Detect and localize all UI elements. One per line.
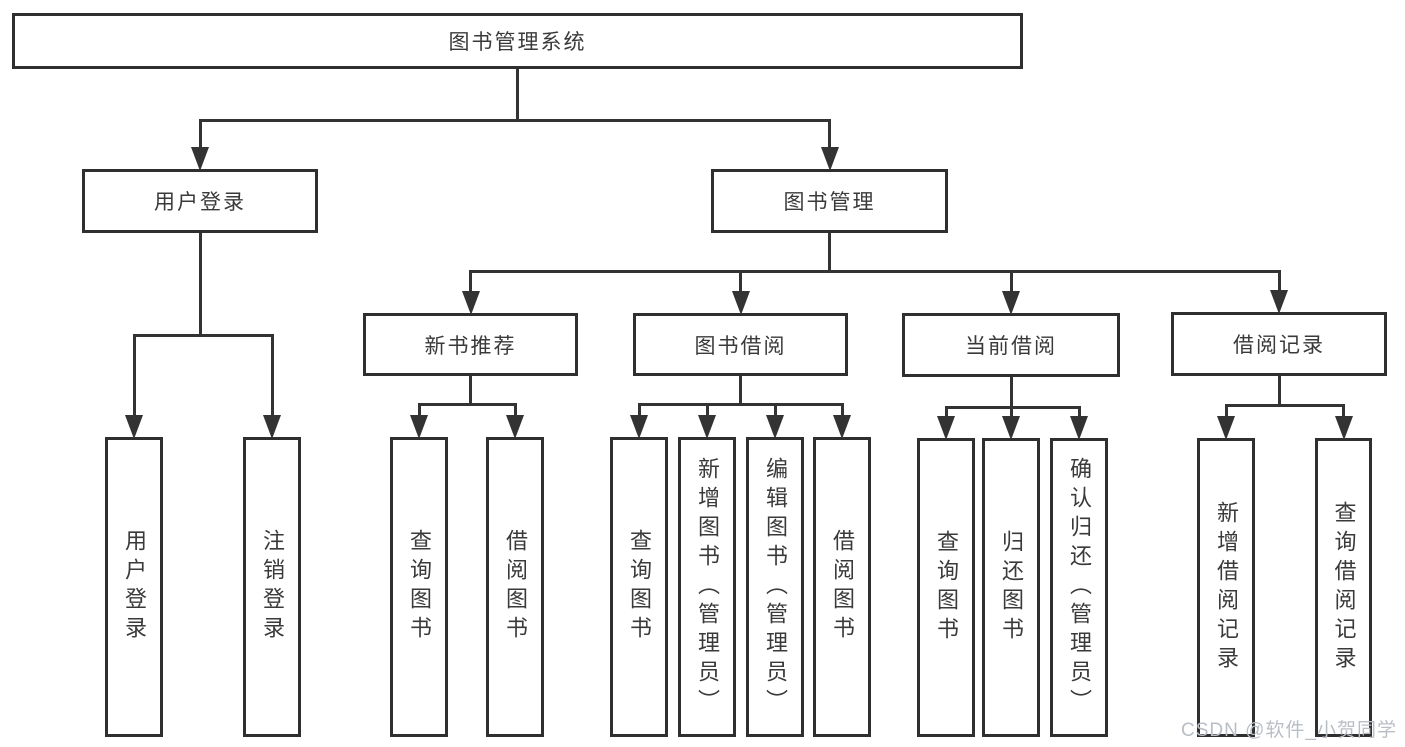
node-bb-add-book: 新增图书（管理员） — [678, 437, 736, 737]
edge-drop-user-login — [132, 335, 136, 417]
edge-drop-bb-edit-book — [773, 404, 777, 417]
edge-stem-book-borrowing — [739, 375, 742, 406]
edge-drop-nb-query-book — [417, 404, 421, 417]
arrowhead-book-borrowing — [731, 291, 750, 315]
edge-drop-bb-borrow-book — [840, 404, 844, 417]
node-bb-edit-book: 编辑图书（管理员） — [746, 437, 804, 737]
arrowhead-user-login-group — [191, 147, 209, 171]
edge-stem-book-management — [828, 232, 831, 273]
arrowhead-new-book-recommend — [461, 291, 480, 315]
arrowhead-cb-query-book — [937, 416, 955, 440]
arrowhead-bb-query-book — [630, 415, 648, 439]
node-br-add-record: 新增借阅记录 — [1197, 438, 1255, 737]
edge-drop-user-login-group — [198, 120, 202, 149]
edge-rail-user-login-group — [132, 333, 274, 337]
node-cb-return-book: 归还图书 — [982, 438, 1040, 737]
edge-drop-bb-query-book — [637, 404, 641, 417]
arrowhead-bb-borrow-book — [833, 415, 851, 439]
edge-drop-book-management — [828, 120, 831, 149]
edge-stem-borrow-records — [1277, 375, 1281, 407]
arrowhead-borrow-records — [1270, 290, 1288, 314]
edge-drop-cb-return-book — [1009, 407, 1013, 418]
edge-stem-system-root — [516, 68, 519, 122]
edge-drop-current-borrowing — [1009, 271, 1013, 293]
edge-rail-book-borrowing — [637, 402, 844, 406]
node-user-login: 用户登录 — [105, 437, 163, 737]
node-cb-query-book: 查询图书 — [917, 438, 975, 737]
arrowhead-cb-return-book — [1002, 416, 1020, 440]
arrowhead-bb-add-book — [698, 415, 716, 439]
arrowhead-br-add-record — [1217, 416, 1235, 440]
edge-drop-nb-borrow-book — [513, 404, 517, 417]
node-nb-borrow-book: 借阅图书 — [486, 437, 544, 737]
edge-drop-cb-query-book — [944, 407, 948, 418]
arrowhead-cb-confirm-return — [1070, 416, 1088, 440]
node-nb-query-book: 查询图书 — [390, 437, 448, 737]
node-new-book-recommend: 新书推荐 — [363, 313, 578, 376]
edge-rail-system-root — [198, 118, 831, 122]
node-bb-borrow-book: 借阅图书 — [813, 437, 871, 737]
node-borrow-records: 借阅记录 — [1171, 312, 1387, 376]
node-system-root: 图书管理系统 — [12, 13, 1023, 69]
edge-drop-bb-add-book — [705, 404, 709, 417]
edge-rail-new-book-recommend — [417, 402, 517, 406]
node-cb-confirm-return: 确认归还（管理员） — [1050, 438, 1108, 737]
edge-drop-cb-confirm-return — [1077, 407, 1081, 418]
edge-stem-new-book-recommend — [469, 375, 472, 406]
node-user-logout: 注销登录 — [243, 437, 301, 737]
arrowhead-user-login — [125, 415, 143, 439]
edge-drop-br-add-record — [1224, 405, 1228, 418]
edge-stem-current-borrowing — [1009, 376, 1013, 409]
arrowhead-current-borrowing — [1002, 291, 1020, 315]
edge-rail-current-borrowing — [944, 405, 1081, 409]
arrowhead-nb-borrow-book — [506, 415, 524, 439]
arrowhead-br-query-record — [1334, 416, 1353, 440]
arrowhead-user-logout — [263, 415, 281, 439]
node-book-borrowing: 图书借阅 — [633, 313, 848, 376]
edge-stem-user-login-group — [198, 232, 202, 337]
watermark-text: CSDN @软件_小贺同学 — [1181, 720, 1397, 741]
node-user-login-group: 用户登录 — [82, 169, 318, 233]
edge-rail-book-management — [469, 269, 1281, 273]
edge-drop-book-borrowing — [739, 271, 742, 293]
edge-drop-new-book-recommend — [469, 271, 472, 293]
edge-drop-br-query-record — [1342, 405, 1345, 418]
node-book-management: 图书管理 — [711, 169, 948, 233]
node-current-borrowing: 当前借阅 — [902, 313, 1120, 377]
node-br-query-record: 查询借阅记录 — [1315, 438, 1372, 737]
node-bb-query-book: 查询图书 — [610, 437, 668, 737]
arrowhead-book-management — [820, 147, 839, 171]
edge-drop-borrow-records — [1277, 271, 1281, 292]
arrowhead-nb-query-book — [410, 415, 428, 439]
arrowhead-bb-edit-book — [766, 415, 784, 439]
edge-rail-borrow-records — [1224, 403, 1345, 407]
edge-drop-user-logout — [270, 335, 274, 417]
